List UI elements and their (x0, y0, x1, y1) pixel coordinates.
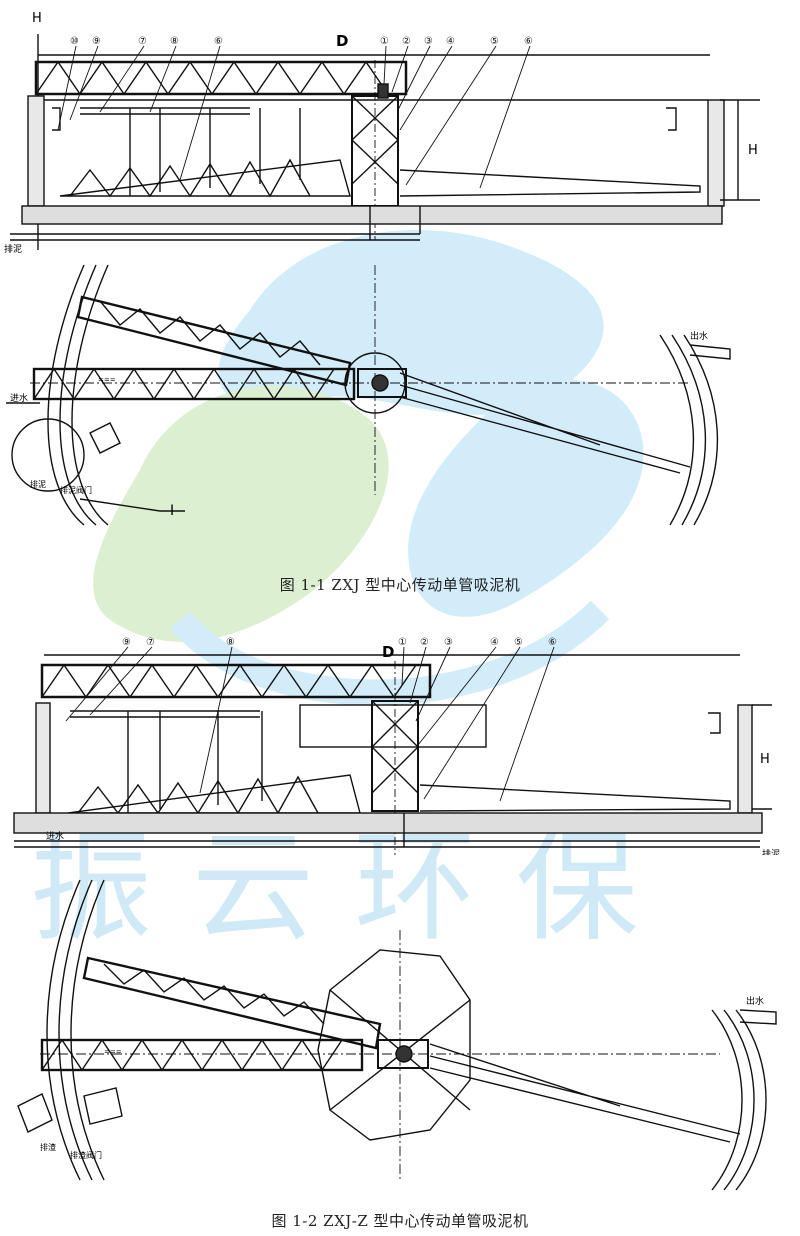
plan1-mark: === (98, 376, 116, 384)
label-outlet: 出水 (690, 330, 708, 342)
callout2-3: ③ (444, 637, 453, 648)
figure2-elevation: ⑨ ⑦ ⑧ ① ② ③ ④ ⑤ ⑥ D H 进水 排泥 (13, 637, 780, 855)
figure1-plan: === 出水 进水 排泥 排泥阀门 I (6, 264, 731, 526)
caption-figure1: 图 1-1 ZXJ 型中心传动单管吸泥机 (279, 576, 521, 594)
callout-6a: ⑥ (214, 36, 223, 47)
label2-outlet: 出水 (746, 995, 764, 1007)
callout2-5: ⑤ (514, 637, 523, 648)
label2-D: D (382, 643, 394, 661)
callout2-2: ② (420, 637, 429, 648)
label-inlet: 进水 (10, 392, 28, 404)
callout2-4: ④ (490, 637, 499, 648)
callout-9: ⑨ (92, 36, 101, 47)
callout-2: ② (402, 36, 411, 47)
callout2-1: ① (398, 637, 407, 648)
callout2-7: ⑦ (146, 637, 155, 648)
label2-H-side: H (760, 752, 770, 767)
callout-7: ⑦ (138, 36, 147, 47)
label2-inlet: 进水 (46, 830, 64, 842)
figure2-plan: === 出水 排渣 排渣阀门 (17, 879, 777, 1191)
label2-drain: 排泥 (762, 848, 780, 855)
callout-6b: ⑥ (524, 36, 533, 47)
callout-3: ③ (424, 36, 433, 47)
callout-1: ① (380, 36, 389, 47)
label2-sludge-valve: 排渣阀门 (70, 1150, 102, 1160)
watermark-text: 振云环保 (30, 816, 678, 958)
callout2-9: ⑨ (122, 637, 131, 648)
callout2-6: ⑥ (548, 637, 557, 648)
caption-figure2: 图 1-2 ZXJ-Z 型中心传动单管吸泥机 (271, 1212, 529, 1230)
callout-8a: ⑧ (170, 36, 179, 47)
plan2-mark: === (104, 1048, 122, 1056)
figure1-elevation: ⑩ ⑨ ⑦ ⑧ ⑥ ① ② ③ ④ ⑤ ⑥ H D H 排泥 (4, 11, 760, 255)
label2-sludge-pit: 排渣 (40, 1142, 56, 1152)
label-detail: I (170, 503, 174, 519)
label-drain: 排泥 (4, 243, 22, 255)
label-sludge-pit: 排泥 (30, 479, 46, 489)
label-H-top: H (32, 11, 42, 26)
callout-5: ⑤ (490, 36, 499, 47)
label-sludge-valve: 排泥阀门 (60, 485, 92, 495)
callout-10: ⑩ (70, 36, 79, 47)
callout2-8: ⑧ (226, 637, 235, 648)
label-H-side: H (748, 143, 758, 158)
label-D: D (336, 32, 348, 50)
callout-4: ④ (446, 36, 455, 47)
